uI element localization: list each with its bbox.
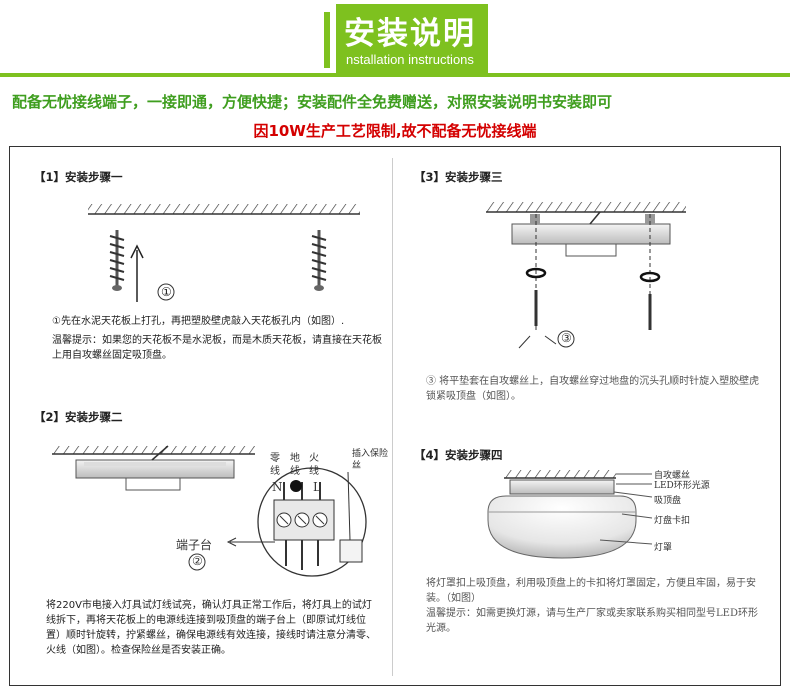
header-underline	[0, 73, 790, 77]
terminal-block-label: 端子台	[176, 538, 213, 552]
wire-label-live: 火线	[309, 453, 319, 477]
step1-instruction-text: 先在水泥天花板上打孔，再把塑胶壁虎敲入天花板孔内（如图）.	[60, 316, 345, 327]
wire-label-neutral: 零线	[270, 453, 280, 477]
step2-instruction: 将220V市电接入灯具试灯线试亮，确认灯具正常工作后，将灯具上的试灯线拆下，再将…	[46, 600, 376, 656]
header-accent-bar	[324, 12, 330, 68]
step4-diagram	[487, 470, 653, 559]
notice-text: 因10W生产工艺限制,故不配备无忧接线端	[253, 122, 537, 140]
terminal-letter-n: N	[272, 480, 283, 494]
wire-label-ground: 地线	[290, 453, 300, 477]
step4-title: 【4】安装步骤四	[414, 448, 503, 462]
column-divider	[392, 158, 393, 676]
step1-title: 【1】安装步骤一	[34, 170, 123, 184]
step3-title: 【3】安装步骤三	[414, 170, 503, 184]
step1-marker: ①	[161, 285, 172, 299]
step2-marker: ②	[192, 554, 203, 568]
step4-instruction: 将灯罩扣上吸顶盘，利用吸顶盘上的卡扣将灯罩固定，方便且牢固，易于安装。（如图）	[426, 578, 756, 604]
page-title: 安装说明	[344, 16, 476, 52]
step3-diagram	[486, 202, 686, 349]
step4-tip: 温馨提示：如需更换灯源，请与生产厂家或卖家联系购买相同型号LED环形光源。	[426, 608, 758, 634]
label-clip: 灯盘卡扣	[654, 516, 691, 526]
up-arrow-icon	[130, 244, 144, 302]
terminal-arrow-icon	[226, 537, 275, 547]
promo-text: 配备无忧接线端子，一接即通，方便快捷；安装配件全免费赠送，对照安装说明书安装即可	[12, 93, 613, 111]
step2-title: 【2】安装步骤二	[34, 410, 123, 424]
label-led-ring: LED环形光源	[654, 481, 710, 491]
terminal-letter-l: L	[313, 480, 321, 494]
step1-diagram	[88, 204, 360, 302]
header-banner: 安装说明 nstallation instructions	[0, 0, 790, 80]
step1-tip: 温馨提示：如果您的天花板不是水泥板，而是木质天花板，请直接在天花板上用自攻螺丝固…	[52, 335, 382, 361]
fuse-insert-label: 插入保险丝	[352, 449, 389, 471]
page-subtitle: nstallation instructions	[346, 52, 474, 67]
label-shade: 灯罩	[654, 543, 673, 553]
header-title-box	[336, 4, 488, 74]
anchor-right-icon	[311, 230, 327, 291]
anchor-left-icon	[109, 230, 125, 291]
step2-diagram	[52, 445, 367, 577]
label-screw: 自攻螺丝	[654, 471, 691, 481]
step1-instruction-marker: ①	[52, 316, 61, 327]
step3-instruction: ③ 将平垫套在自攻螺丝上，自攻螺丝穿过地盘的沉头孔顺时针旋入塑胶壁虎锁紧吸顶盘（…	[426, 376, 760, 402]
step1-instruction: ①先在水泥天花板上打孔，再把塑胶壁虎敲入天花板孔内（如图）.	[52, 314, 382, 329]
step3-marker: ③	[561, 331, 572, 345]
label-base: 吸顶盘	[654, 496, 682, 506]
